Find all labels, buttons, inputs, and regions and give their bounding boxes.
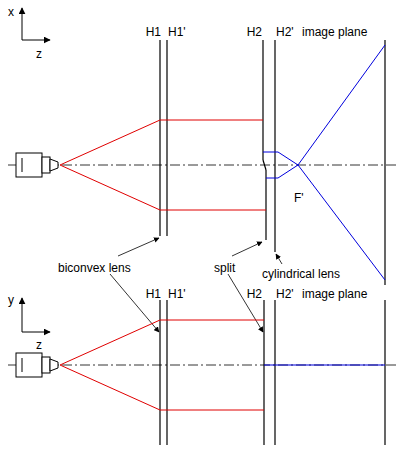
principal-plane-label-box: H1 xyxy=(146,22,161,40)
axis-label: z xyxy=(36,338,42,352)
axis-label: z xyxy=(36,47,42,61)
part-label: cylindrical lens xyxy=(262,267,340,281)
principal-plane-label: H2' xyxy=(276,25,294,39)
focus-label: F' xyxy=(294,191,304,205)
principal-plane-label: H1 xyxy=(146,287,161,301)
axis-label: x xyxy=(8,5,14,19)
red-rays xyxy=(60,120,266,210)
principal-plane-label: H1' xyxy=(168,287,186,301)
axis-label-box: y xyxy=(8,290,14,308)
optical-axis xyxy=(8,365,398,366)
axis-label-box: x xyxy=(8,2,14,20)
principal-plane-label-box: H2 xyxy=(247,22,262,40)
axis-label-box: z xyxy=(36,335,42,353)
axis-label: y xyxy=(8,293,14,307)
lens-planes xyxy=(160,40,385,285)
part-label: biconvex lens xyxy=(58,261,131,275)
blue-ray xyxy=(264,364,385,365)
focus-label-box: F' xyxy=(294,188,304,206)
axis-icon xyxy=(22,8,50,40)
principal-plane-label: H2 xyxy=(247,287,262,301)
principal-plane-label-box: H1' xyxy=(168,284,186,302)
leader-arrows xyxy=(110,238,282,332)
plane-label-box: image plane xyxy=(302,22,367,40)
axis-icon xyxy=(22,298,50,332)
principal-plane-label: H1' xyxy=(168,25,186,39)
optical-axis xyxy=(8,165,398,166)
part-label: split xyxy=(214,261,235,275)
principal-plane-label: H2 xyxy=(247,25,262,39)
plane-label-box: image plane xyxy=(302,284,367,302)
camera-symbol xyxy=(16,153,58,177)
camera-symbol xyxy=(16,353,58,377)
principal-plane-label-box: H2' xyxy=(276,22,294,40)
principal-plane-label-box: H2 xyxy=(247,284,262,302)
principal-plane-label: H1 xyxy=(146,25,161,39)
principal-plane-label: H2' xyxy=(276,287,294,301)
plane-label: image plane xyxy=(302,287,367,301)
principal-plane-label-box: H1 xyxy=(146,284,161,302)
blue-rays xyxy=(263,45,385,280)
red-rays xyxy=(60,320,264,410)
axis-label-box: z xyxy=(36,44,42,62)
principal-plane-label-box: H1' xyxy=(168,22,186,40)
part-label-box: cylindrical lens xyxy=(262,264,340,282)
plane-label: image plane xyxy=(302,25,367,39)
part-label-box: biconvex lens xyxy=(58,258,131,276)
part-label-box: split xyxy=(214,258,235,276)
principal-plane-label-box: H2' xyxy=(276,284,294,302)
lens-planes xyxy=(160,300,385,445)
